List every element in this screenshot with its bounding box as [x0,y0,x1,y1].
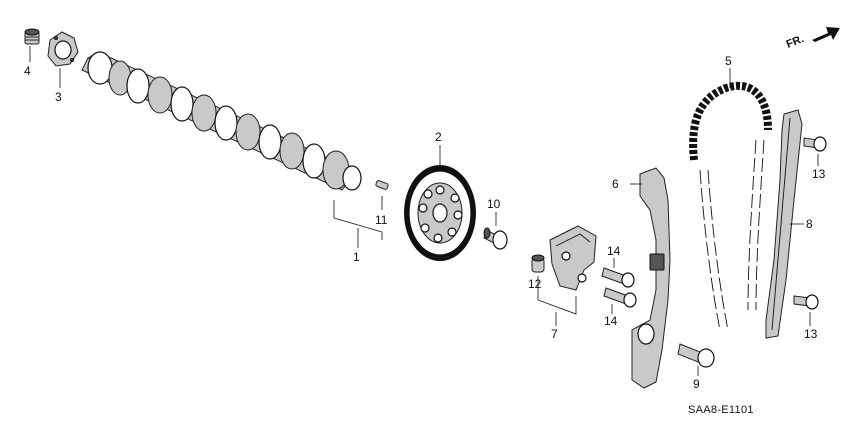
front-direction-label: FR. [785,33,806,51]
part-13-bolt-upper [803,136,827,152]
part-2-cam-sprocket [404,165,476,261]
callout-labels: 4 3 1 11 2 10 6 5 8 13 13 14 14 12 7 9 [24,54,826,391]
callout-13-upper: 13 [812,167,826,181]
leader-lines [29,46,819,376]
part-9-arm-bolt [677,343,715,368]
callout-6: 6 [612,177,619,191]
callout-2: 2 [435,130,442,144]
part-4-plug [24,28,40,45]
callout-9: 9 [693,377,700,391]
callout-7: 7 [551,327,558,341]
callout-3: 3 [55,90,62,104]
callout-4: 4 [24,64,31,78]
part-6-tensioner-arm [631,167,671,389]
callout-14-upper: 14 [607,244,621,258]
callout-13-lower: 13 [804,327,818,341]
part-14-bolt-lower [603,287,637,308]
part-3-pulse-plate [47,31,79,67]
callout-11: 11 [375,213,388,227]
part-8-chain-guide [765,109,803,339]
callout-10: 10 [487,197,501,211]
part-13-bolt-lower [793,294,819,310]
part-5-timing-chain [689,81,772,331]
callout-5: 5 [725,54,732,68]
part-11-dowel-pin [375,180,389,190]
callout-1: 1 [353,250,360,264]
part-14-bolt-upper [601,267,635,288]
callout-14-lower: 14 [604,314,618,328]
diagram-code: SAA8-E1101 [688,404,754,416]
part-10-sprocket-bolt [483,227,508,250]
part-7-tensioner [549,225,597,291]
callout-8: 8 [806,217,813,231]
part-12-dowel [531,254,545,273]
part-1-camshaft [81,51,362,191]
front-arrow-icon [812,27,840,42]
front-direction-indicator: FR. [785,27,840,51]
callout-12: 12 [528,277,542,291]
